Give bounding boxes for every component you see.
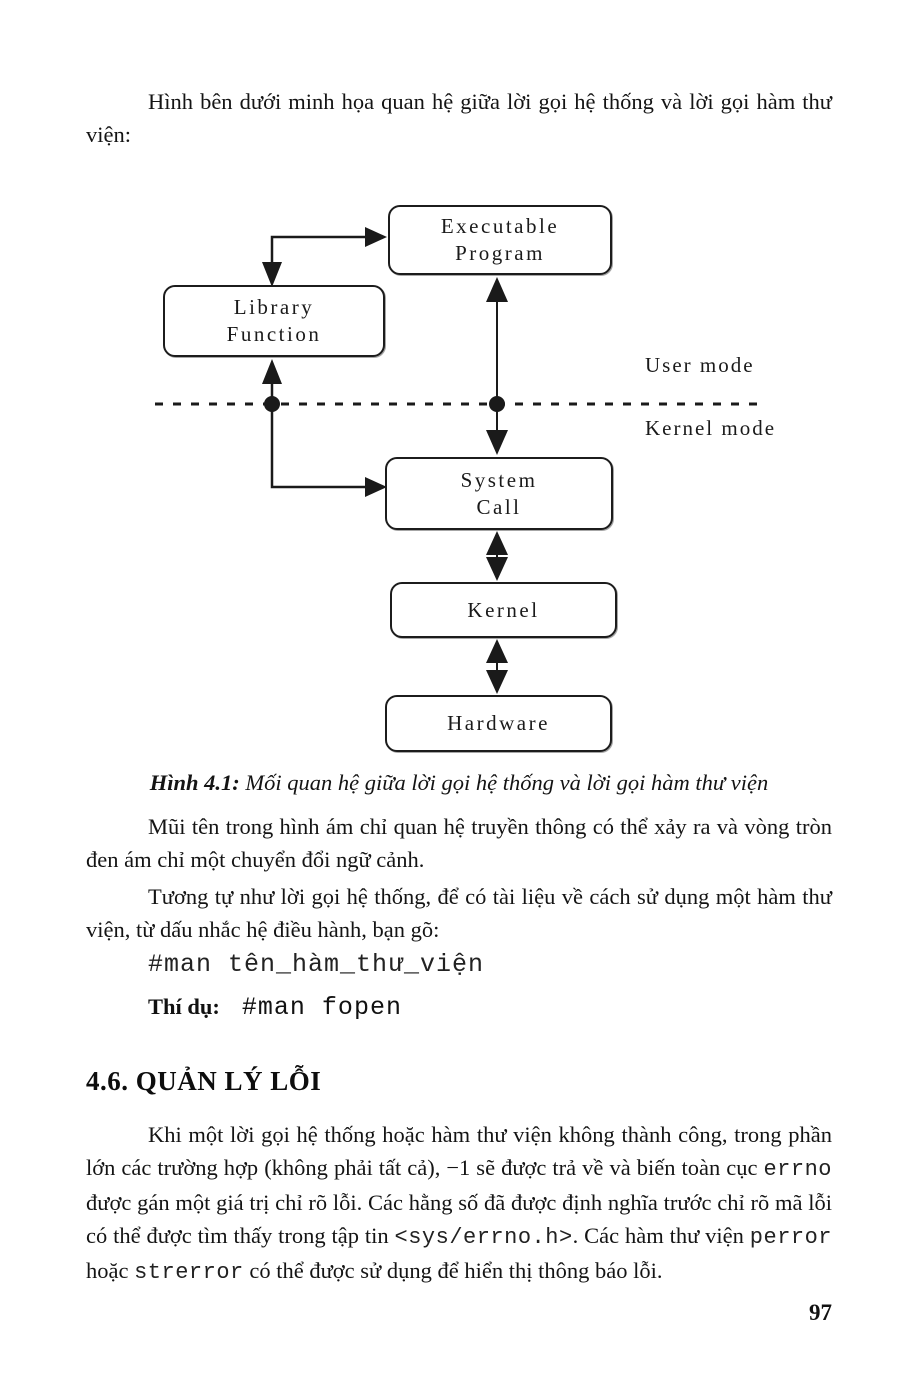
figure-caption: Hình 4.1: Mối quan hệ giữa lời gọi hệ th…: [86, 770, 832, 796]
section-heading-4-6: 4.6. QUẢN LÝ LỖI: [86, 1066, 322, 1096]
example-line: Thí dụ: #man fopen: [148, 993, 402, 1022]
errno-inline-code: errno: [763, 1157, 832, 1182]
arrowhead-down-kernel: [486, 557, 508, 581]
arrowhead-right-into-systemcall: [365, 477, 387, 497]
arrowhead-down-into-systemcall-top: [486, 430, 508, 455]
hardware-box: Hardware: [385, 695, 612, 752]
hardware-label: Hardware: [447, 711, 550, 735]
example-label: Thí dụ:: [148, 994, 220, 1019]
figure-caption-number: Hình 4.1:: [149, 770, 240, 795]
man-paragraph: Tương tự như lời gọi hệ thống, để có tài…: [86, 884, 832, 942]
example-command-code: #man fopen: [241, 993, 402, 1022]
sys-errno-h-inline-code: <sys/errno.h>: [394, 1225, 573, 1250]
arrowhead-down-into-library: [262, 262, 282, 287]
error-paragraph-seg3: . Các hàm thư viện: [572, 1223, 750, 1248]
library-executable-connector: [270, 235, 366, 264]
user-mode-label: User mode: [645, 353, 755, 377]
library-function-box: Library Function: [163, 285, 385, 357]
error-paragraph-seg4: hoặc: [86, 1258, 135, 1283]
error-paragraph-seg1: Khi một lời gọi hệ thống hoặc hàm thư vi…: [86, 1122, 832, 1180]
executable-program-box: Executable Program: [388, 205, 612, 275]
system-call-label-line1: System: [460, 467, 538, 492]
arrows-paragraph: Mũi tên trong hình ám chỉ quan hệ truyền…: [86, 814, 832, 872]
system-call-box: System Call: [385, 457, 613, 530]
arrowhead-down-hardware: [486, 670, 508, 694]
arrowhead-right-into-executable: [365, 227, 387, 247]
error-handling-paragraph: Khi một lời gọi hệ thống hoặc hàm thư vi…: [86, 1118, 832, 1289]
system-call-label-line2: Call: [476, 494, 522, 519]
error-paragraph-seg5: có thể được sử dụng để hiển thị thông bá…: [243, 1258, 663, 1283]
page-number: 97: [809, 1300, 832, 1325]
figure-connectors: [155, 227, 760, 694]
executable-program-label-line2: Program: [455, 241, 545, 265]
error-paragraph-seg2: được gán một giá trị chỉ rõ lỗi. Các hằn…: [86, 1190, 832, 1248]
arrowhead-up-into-executable-bottom: [486, 277, 508, 302]
strerror-inline-code: strerror: [134, 1260, 244, 1285]
arrowhead-up-kernel: [486, 639, 508, 663]
library-function-label-line1: Library: [233, 295, 315, 319]
perror-inline-code: perror: [749, 1225, 833, 1250]
arrowhead-up-systemcall: [486, 531, 508, 555]
man-command-code: #man tên_hàm_thư_viện: [148, 950, 485, 979]
executable-program-label-line1: Executable: [440, 214, 560, 238]
library-function-label-line2: Function: [226, 322, 322, 346]
arrowhead-up-into-library-bottom: [262, 359, 282, 384]
kernel-label: Kernel: [467, 597, 540, 622]
figure-caption-text: Mối quan hệ giữa lời gọi hệ thống và lời…: [239, 770, 769, 795]
kernel-mode-label: Kernel mode: [645, 416, 777, 440]
library-systemcall-connector: [270, 384, 366, 489]
intro-paragraph: Hình bên dưới minh họa quan hệ giữa lời …: [86, 89, 832, 147]
kernel-box: Kernel: [390, 582, 617, 638]
